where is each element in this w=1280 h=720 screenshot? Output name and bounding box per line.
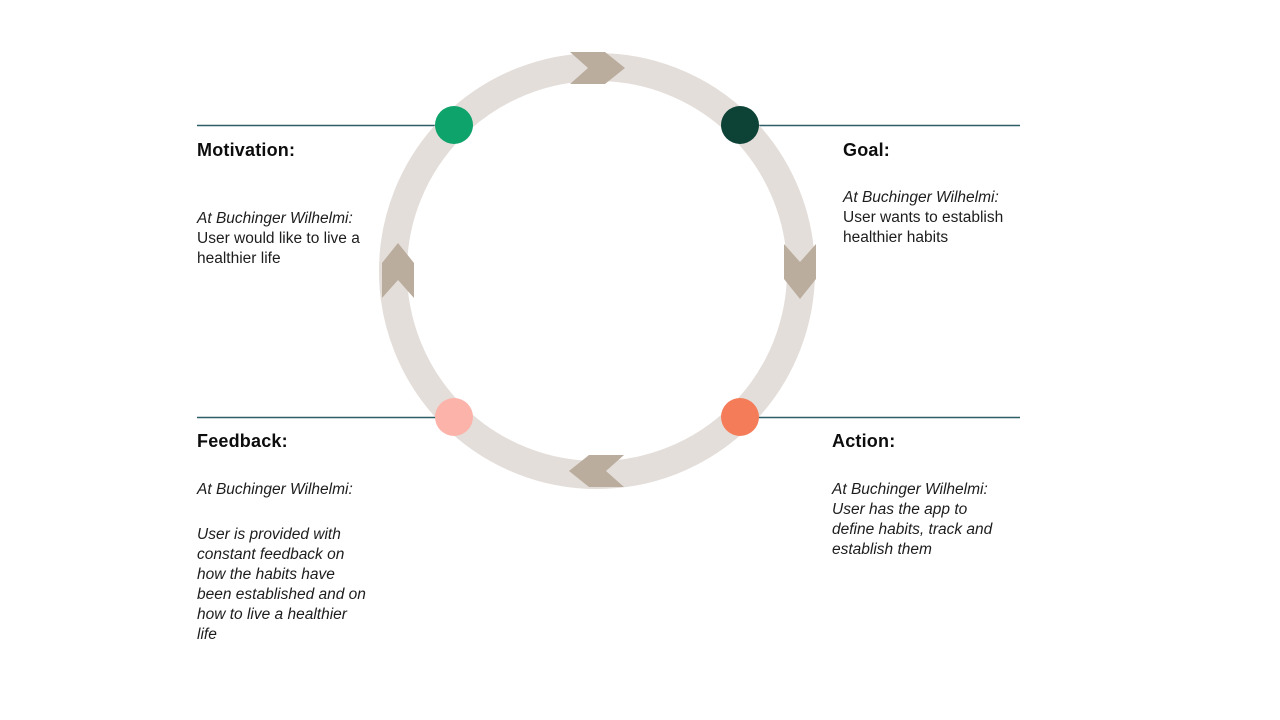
motivation-intro: At Buchinger Wilhelmi:: [197, 210, 353, 227]
action-text: At Buchinger Wilhelmi: User has the app …: [832, 480, 1007, 560]
goal-heading: Goal:: [843, 140, 891, 160]
feedback-intro: At Buchinger Wilhelmi:: [197, 481, 353, 498]
goal-intro: At Buchinger Wilhelmi:: [843, 189, 999, 206]
cycle-arrow-left-icon: [382, 243, 414, 298]
motivation-heading: Motivation:: [197, 140, 296, 160]
goal-text: At Buchinger Wilhelmi: User wants to est…: [843, 188, 1027, 248]
cycle-arrow-bottom-icon: [569, 455, 624, 487]
cycle-arrow-top-icon: [570, 52, 625, 84]
motivation-dot: [435, 106, 473, 144]
action-heading: Action:: [832, 431, 896, 451]
feedback-body: User is provided with constant feedback …: [197, 526, 366, 643]
goal-dot: [721, 106, 759, 144]
motivation-body: User would like to live a healthier life: [197, 230, 360, 267]
goal-body: User wants to establish healthier habits: [843, 209, 1004, 246]
action-intro: At Buchinger Wilhelmi:: [832, 481, 988, 498]
cycle-arrow-right-icon: [784, 244, 816, 299]
action-body: User has the app to define habits, track…: [832, 501, 993, 558]
motivation-text: At Buchinger Wilhelmi: User would like t…: [197, 209, 373, 269]
feedback-dot: [435, 398, 473, 436]
feedback-heading: Feedback:: [197, 431, 288, 451]
action-dot: [721, 398, 759, 436]
